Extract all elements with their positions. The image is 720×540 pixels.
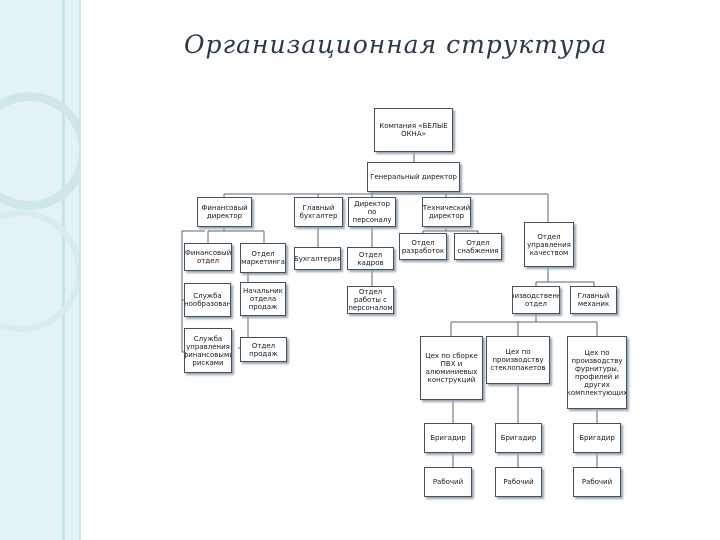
- slide-title: Организационная структура: [184, 30, 608, 59]
- finance-dept-box: Финансовый отдел: [184, 243, 232, 271]
- staff-work-dept-box: Отдел работы с персоналом: [347, 286, 394, 314]
- worker-box: Рабочий: [424, 467, 472, 497]
- glass-shop-box: Цех по производству стеклопакетов: [486, 336, 550, 384]
- hr-dept-box: Отдел кадров: [347, 247, 394, 270]
- brigadier-box: Бригадир: [495, 423, 542, 453]
- pricing-service-box: Служба ценообразования: [184, 283, 231, 317]
- tech-director-box: Технический директор: [422, 197, 471, 227]
- worker-box: Рабочий: [495, 467, 542, 497]
- company-box: Компания «БЕЛЫЕ ОКНА»: [374, 108, 453, 152]
- worker-box: Рабочий: [573, 467, 621, 497]
- general-director-box: Генеральный директор: [367, 162, 460, 192]
- decorative-ring: [0, 92, 79, 210]
- hr-director-box: Директор по персоналу: [348, 197, 396, 227]
- brigadier-box: Бригадир: [424, 423, 472, 453]
- production-dept-box: Производственный отдел: [512, 286, 560, 314]
- brigadier-box: Бригадир: [573, 423, 621, 453]
- decorative-sidebar: [0, 0, 81, 540]
- sales-head-box: Начальник отдела продаж: [240, 282, 286, 316]
- chief-accountant-box: Главный бухгалтер: [294, 197, 343, 227]
- supply-dept-box: Отдел снабжения: [454, 233, 502, 260]
- decorative-ring: [0, 210, 79, 332]
- accounting-box: Бухгалтерия: [294, 247, 341, 270]
- sales-dept-box: Отдел продаж: [240, 337, 287, 362]
- quality-dept-box: Отдел управления качеством: [524, 222, 574, 267]
- finance-risk-service-box: Служба управления финансовыми рисками: [184, 328, 232, 373]
- dev-dept-box: Отдел разработок: [399, 233, 447, 260]
- pvc-shop-box: Цех по сборке ПВХ и алюминиевых конструк…: [420, 336, 483, 400]
- marketing-dept-box: Отдел маркетинга: [240, 243, 286, 273]
- metal-shop-box: Цех по производству фурнитуры, профилей …: [567, 336, 627, 409]
- engineer-box: Главный механик: [570, 286, 617, 314]
- finance-director-box: Финансовый директор: [197, 197, 252, 227]
